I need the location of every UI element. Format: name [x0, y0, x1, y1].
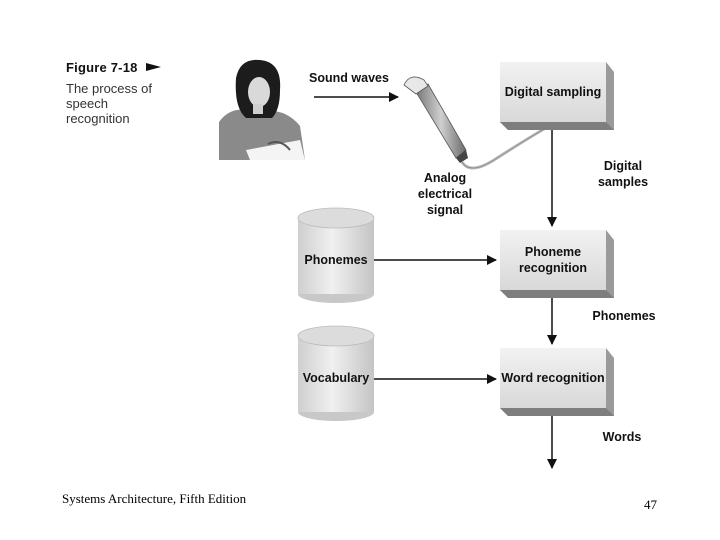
figure-caption: The process of speech recognition	[66, 81, 152, 126]
word-recognition-box: Word recognition	[500, 348, 606, 408]
footer-source: Systems Architecture, Fifth Edition	[62, 491, 247, 506]
vocabulary-database-label: Vocabulary	[302, 371, 370, 385]
person-illustration	[219, 59, 305, 160]
figure-arrow-icon	[146, 63, 161, 71]
sound-waves-label: Sound waves	[309, 71, 389, 85]
phoneme-recognition-box: Phoneme recognition	[500, 230, 606, 290]
page-number: 47	[644, 497, 657, 512]
microphone-icon	[403, 76, 545, 170]
phonemes-database-icon	[297, 207, 375, 303]
figure-number: Figure 7-18	[66, 60, 138, 75]
words-label: Words	[602, 430, 642, 444]
phonemes-database-label: Phonemes	[304, 253, 368, 267]
phonemes-flow-label: Phonemes	[592, 309, 656, 323]
vocabulary-database-icon	[297, 325, 375, 421]
digital-sampling-box: Digital sampling	[500, 62, 606, 122]
analog-signal-label: Analog electrical signal	[417, 171, 473, 217]
digital-samples-label: Digital samples	[597, 159, 649, 189]
